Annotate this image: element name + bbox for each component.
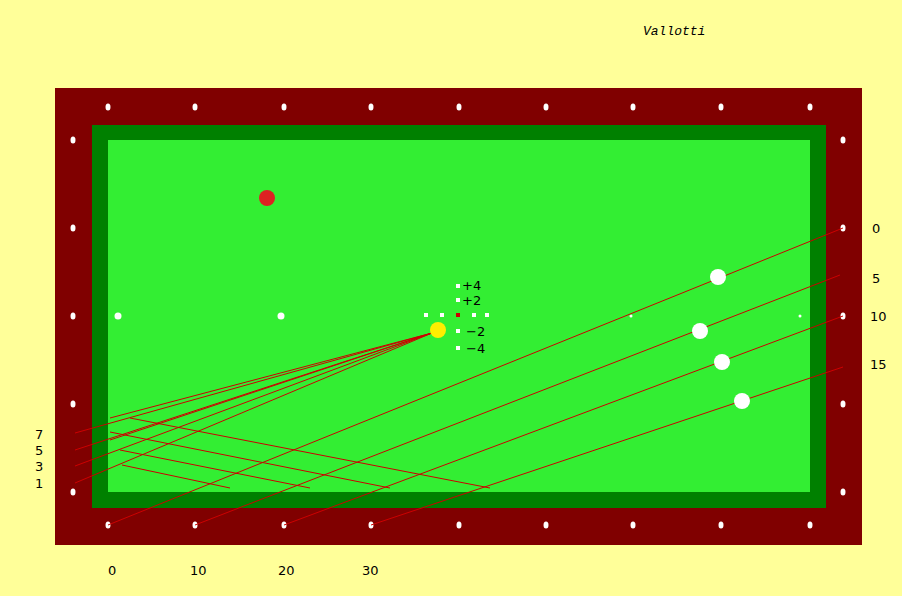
spots	[115, 313, 802, 320]
right-rail-number: 0	[872, 222, 880, 235]
red-ball	[259, 190, 275, 206]
english-mark: +2	[462, 294, 481, 307]
rail-diamonds	[71, 104, 846, 529]
english-mark: −2	[466, 325, 485, 338]
left-rail-number: 3	[35, 460, 43, 473]
table-rail	[55, 88, 862, 545]
aim-marks	[424, 284, 489, 350]
bottom-rail-number: 0	[108, 564, 116, 577]
table-felt	[108, 140, 810, 492]
bottom-rail-number: 10	[190, 564, 207, 577]
right-rail-number: 5	[872, 272, 880, 285]
yellow-ball	[430, 322, 446, 338]
english-mark: +4	[462, 279, 481, 292]
left-rail-number: 1	[35, 477, 43, 490]
english-mark: −4	[466, 342, 485, 355]
right-rail-number: 15	[870, 358, 887, 371]
bottom-rail-number: 20	[278, 564, 295, 577]
left-rail-number: 7	[35, 428, 43, 441]
diagram-title: Vallotti	[643, 25, 705, 38]
left-rail-number: 5	[35, 444, 43, 457]
white-balls	[692, 269, 750, 409]
right-rail-number: 10	[870, 310, 887, 323]
cushion	[92, 125, 826, 508]
ball-paths	[75, 228, 843, 525]
bottom-rail-number: 30	[362, 564, 379, 577]
